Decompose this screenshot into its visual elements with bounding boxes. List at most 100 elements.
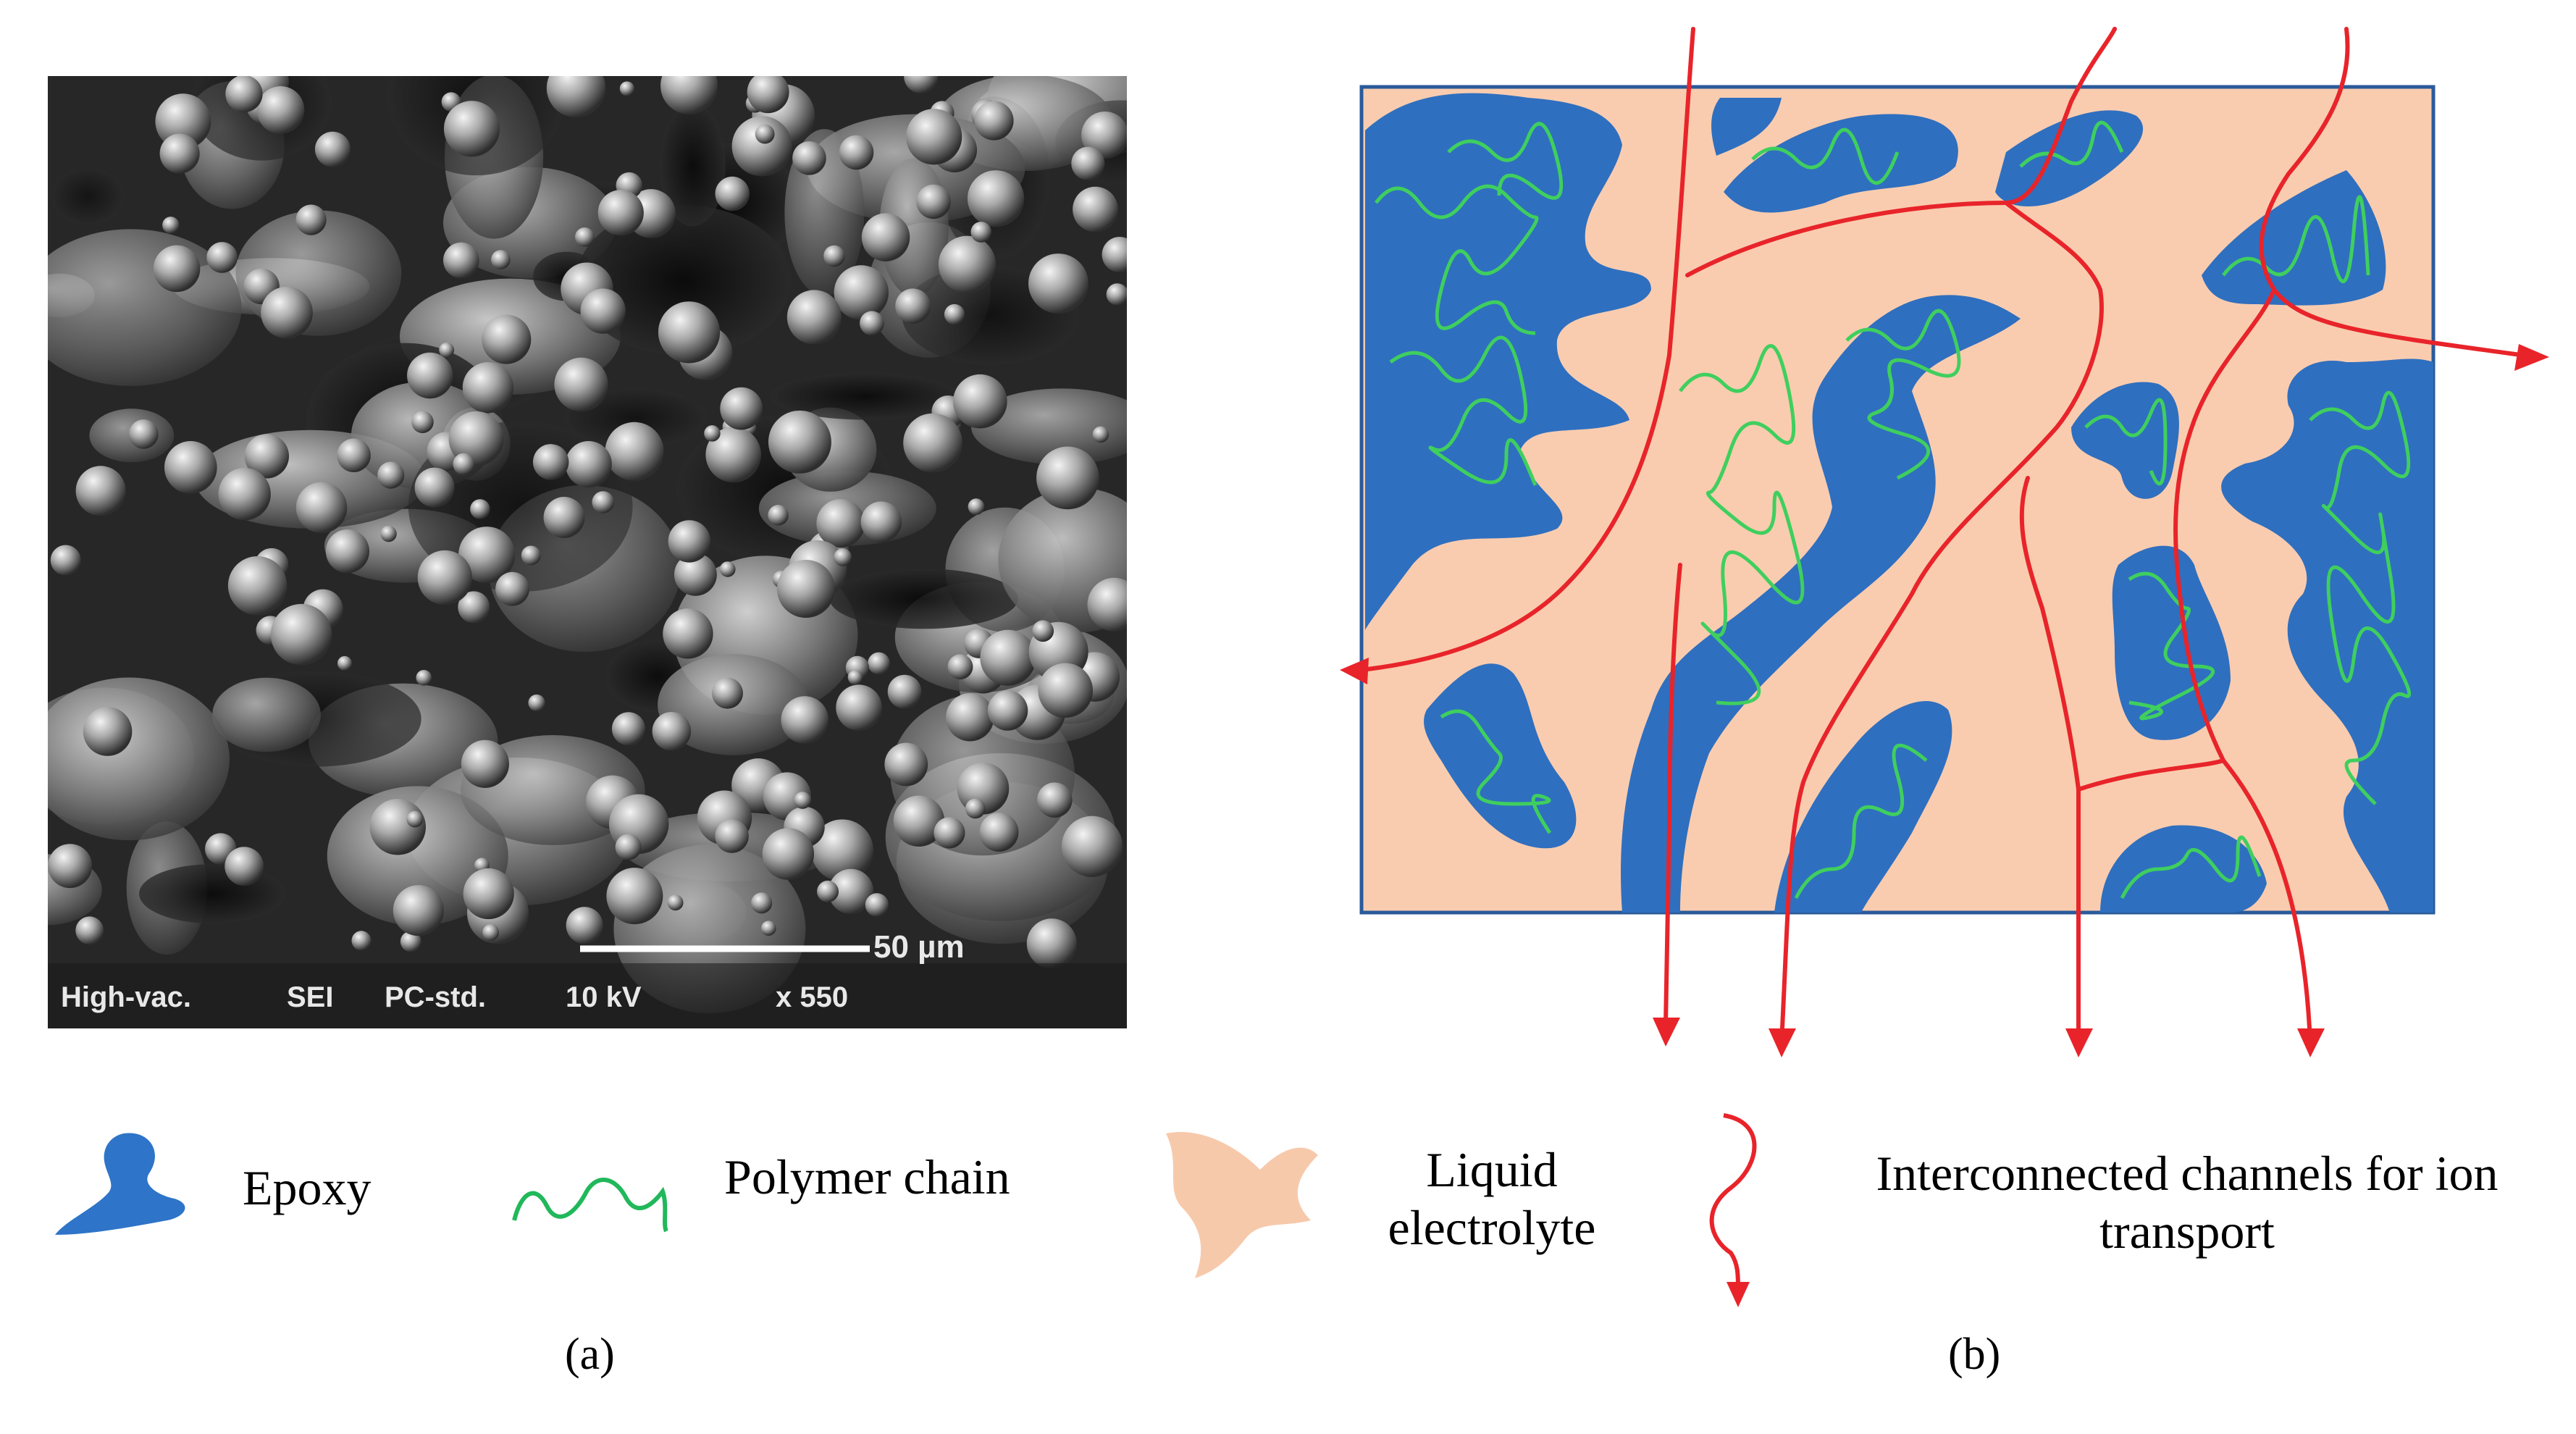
caption-b: (b) bbox=[1948, 1329, 2000, 1380]
sem-sphere-particle bbox=[884, 742, 928, 787]
sem-sphere-particle bbox=[153, 245, 201, 293]
sem-sphere-particle bbox=[667, 894, 684, 911]
sem-sphere-particle bbox=[893, 795, 945, 847]
sem-info-detector: SEI bbox=[287, 981, 334, 1013]
sem-sphere-particle bbox=[351, 931, 372, 951]
sem-sphere-particle bbox=[974, 101, 1014, 141]
sem-sphere-particle bbox=[946, 693, 994, 742]
sem-sphere-particle bbox=[554, 357, 608, 412]
sem-sphere-particle bbox=[967, 170, 1025, 227]
sem-sphere-particle bbox=[916, 184, 951, 219]
sem-sphere-particle bbox=[566, 907, 603, 944]
sem-sphere-particle bbox=[380, 525, 397, 542]
epoxy-domain bbox=[2202, 170, 2386, 306]
sem-sphere-particle bbox=[482, 924, 500, 941]
ion-channel bbox=[1779, 201, 2104, 1045]
sem-sphere-particle bbox=[75, 916, 104, 945]
epoxy-domain bbox=[1711, 98, 1782, 156]
sem-sphere-particle bbox=[1061, 815, 1123, 877]
sem-sphere-particle bbox=[206, 242, 238, 273]
legend-label-epoxy: Epoxy bbox=[243, 1160, 372, 1215]
sem-sphere-particle bbox=[406, 810, 424, 828]
ion-channel bbox=[2173, 288, 2312, 1045]
sem-particle-cluster bbox=[212, 677, 322, 752]
polymer-chain bbox=[1794, 743, 1928, 900]
ion-channel bbox=[1664, 563, 1682, 1027]
sem-sphere-particle bbox=[325, 529, 370, 574]
sem-sphere-particle bbox=[944, 303, 965, 325]
sem-sphere-particle bbox=[295, 204, 327, 235]
sem-sphere-particle bbox=[605, 422, 664, 481]
polymer-chain bbox=[2309, 390, 2412, 805]
sem-sphere-particle bbox=[865, 893, 889, 917]
sem-sphere-particle bbox=[817, 880, 839, 902]
sem-sphere-particle bbox=[761, 921, 776, 936]
polymer-chain bbox=[2222, 195, 2370, 283]
sem-sphere-particle bbox=[270, 603, 332, 666]
sem-sphere-particle bbox=[768, 410, 831, 474]
legend-label-ion-channels: Interconnected channels for ion transpor… bbox=[1811, 1144, 2564, 1260]
sem-image bbox=[0, 14, 1186, 1028]
sem-sphere-particle bbox=[861, 213, 910, 261]
sem-sphere-particle bbox=[887, 674, 922, 709]
sem-sphere-particle bbox=[453, 453, 475, 475]
sem-sphere-particle bbox=[482, 314, 532, 364]
sem-sphere-particle bbox=[755, 124, 775, 144]
sem-particle-cluster bbox=[28, 677, 230, 841]
sem-sphere-particle bbox=[747, 71, 789, 114]
sem-sphere-particle bbox=[442, 242, 479, 279]
sem-sphere-particle bbox=[895, 288, 931, 324]
sem-sphere-particle bbox=[1032, 620, 1054, 642]
caption-a-text: (a) bbox=[565, 1330, 615, 1379]
sem-sphere-particle bbox=[417, 550, 473, 605]
sem-sphere-particle bbox=[295, 482, 348, 534]
sem-sphere-particle bbox=[337, 655, 353, 671]
sem-sphere-particle bbox=[619, 81, 634, 96]
sem-particle-cluster bbox=[576, 205, 791, 356]
ion-channel bbox=[2259, 27, 2522, 357]
ion-channel bbox=[2019, 476, 2044, 611]
sem-sphere-particle bbox=[965, 798, 986, 819]
sem-sphere-particle bbox=[711, 677, 743, 709]
epoxy-domain bbox=[1724, 114, 1958, 213]
schematic-svg bbox=[1340, 27, 2549, 1057]
polymer-chain bbox=[1440, 709, 1552, 834]
sem-sphere-particle bbox=[668, 520, 710, 563]
sem-sphere-particle bbox=[860, 311, 884, 336]
sem-info-mode: PC-std. bbox=[385, 981, 486, 1013]
ion-channel bbox=[1685, 27, 2117, 277]
sem-sphere-particle bbox=[414, 467, 455, 508]
sem-sphere-particle bbox=[1073, 186, 1118, 232]
sem-sphere-particle bbox=[834, 548, 852, 566]
polymer-chain-icon bbox=[512, 1178, 668, 1233]
sem-sphere-particle bbox=[720, 561, 736, 577]
sem-sphere-particle bbox=[652, 712, 692, 751]
sem-sphere-particle bbox=[48, 844, 93, 889]
arrowhead-bottom-4 bbox=[2297, 1028, 2325, 1057]
sem-sphere-particle bbox=[906, 109, 962, 165]
sem-sphere-particle bbox=[580, 288, 626, 334]
sem-sphere-particle bbox=[934, 817, 965, 849]
sem-sphere-particle bbox=[225, 847, 264, 886]
sem-sphere-particle bbox=[828, 868, 874, 915]
sem-sphere-particle bbox=[816, 499, 865, 548]
sem-info-vacuum: High-vac. bbox=[61, 981, 192, 1013]
sem-sphere-particle bbox=[411, 411, 434, 434]
arrowhead-right bbox=[2514, 344, 2549, 371]
sem-particle-cluster bbox=[970, 388, 1152, 465]
sem-sphere-particle bbox=[1036, 782, 1073, 818]
sem-particle-cluster bbox=[51, 167, 124, 225]
epoxy-blob-icon bbox=[55, 1133, 185, 1235]
sem-sphere-particle bbox=[868, 652, 890, 675]
sem-sphere-particle bbox=[574, 227, 595, 247]
sem-sphere-particle bbox=[794, 792, 812, 809]
sem-sphere-particle bbox=[658, 301, 721, 364]
polymer-chain bbox=[1389, 335, 1537, 486]
sem-sphere-particle bbox=[663, 608, 713, 659]
sem-sphere-particle bbox=[762, 828, 815, 880]
sem-sphere-particle bbox=[227, 555, 288, 616]
epoxy-domain bbox=[1995, 110, 2144, 206]
sem-sphere-particle bbox=[83, 707, 133, 756]
epoxy-domain bbox=[2221, 358, 2433, 913]
ion-channel-arrow-icon bbox=[1709, 1113, 1757, 1307]
